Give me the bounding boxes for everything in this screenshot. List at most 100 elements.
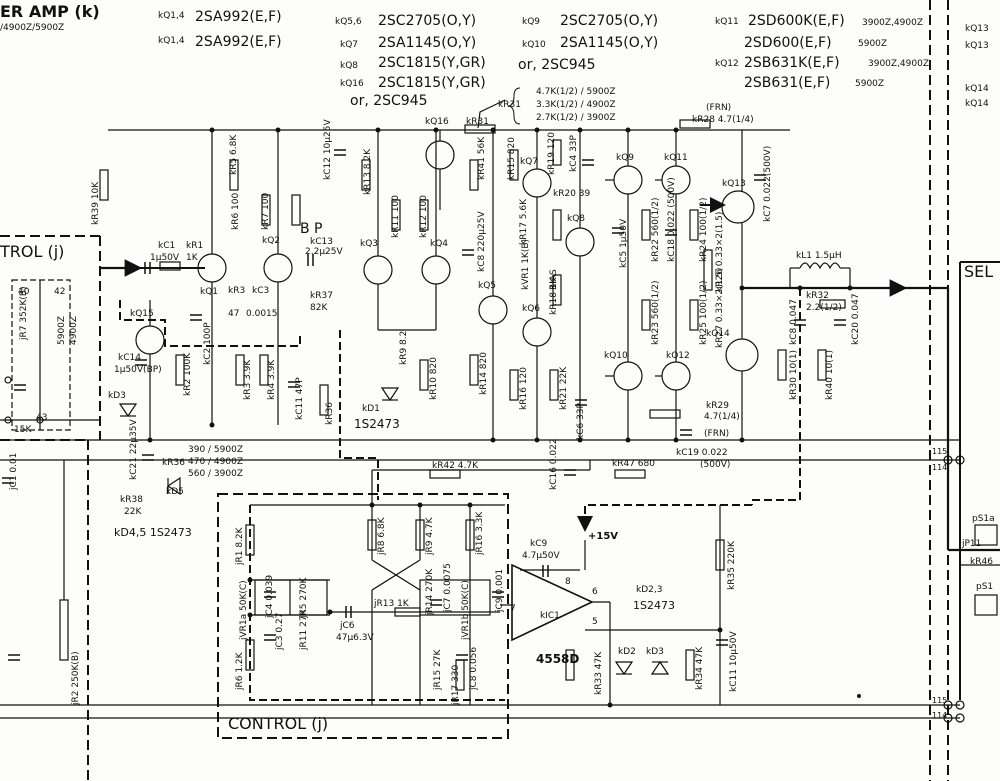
component-label: kQ5 <box>478 281 497 291</box>
kr31-option: 3.3K(1/2) / 4900Z <box>536 100 616 110</box>
kr31-option: 4.7K(1/2) / 5900Z <box>536 87 616 97</box>
component-label: kQ13 <box>965 41 989 51</box>
component-label: kR18 1K <box>549 277 559 315</box>
component-label: kQ7 <box>520 157 539 167</box>
parts-ref: kQ16 <box>340 79 364 89</box>
component-label: 43 <box>36 413 48 423</box>
kr31-ref: kR31 <box>498 100 521 110</box>
component-label: kQ12 <box>666 351 690 361</box>
component-label: kR46 <box>970 557 993 567</box>
component-label: 2.2(1/2) <box>806 303 842 313</box>
component-label: kR36 <box>162 458 185 468</box>
control-section-label: TROL (j) <box>0 242 65 261</box>
parts-value: 2SA992(E,F) <box>195 9 282 25</box>
parts-value: 2SD600K(E,F) <box>748 13 845 29</box>
component-label: kR47 680 <box>612 459 655 469</box>
terminal-label: 114 <box>932 711 948 720</box>
component-label: 390 / 5900Z <box>188 445 244 455</box>
component-label: jR13 1K <box>374 599 409 609</box>
component-label: 1μ50V <box>150 253 180 263</box>
component-label: 47μ6.3V <box>336 633 374 643</box>
selector-section-label: SEL <box>964 262 994 281</box>
component-label: kC20 0.047 <box>851 293 861 345</box>
component-label: kQ9 <box>616 153 635 163</box>
component-label: 560 / 3900Z <box>188 469 244 479</box>
component-label: kR6 100 <box>231 192 241 230</box>
parts-ref: kQ8 <box>340 61 359 71</box>
component-label: kR24 100(1/2) <box>699 197 709 262</box>
parts-value: 2SC1815(Y,GR) <box>378 75 486 91</box>
component-label: jC4 0.039 <box>265 574 275 618</box>
component-label: kQ3 <box>360 239 379 249</box>
component-label: jR6 1.2K <box>235 652 245 690</box>
component-label: kR30 10(1) <box>789 350 799 400</box>
component-label: kR16 120 <box>519 367 529 410</box>
component-label: kQ10 <box>604 351 628 361</box>
component-label: jR17 330 <box>451 664 461 705</box>
component-label: 22K <box>124 507 142 517</box>
component-label: kC5 1μ50V <box>619 218 629 268</box>
component-label: kQ4 <box>430 239 449 249</box>
component-label: (FRN) <box>706 103 732 113</box>
component-label: kL1 1.5μH <box>796 251 842 261</box>
component-label: 47 <box>228 309 240 319</box>
ic-pin: 7 <box>510 604 516 614</box>
component-label: jC1 0.01 <box>9 452 19 490</box>
component-label: kQ2 <box>262 236 281 246</box>
parts-note: 3900Z,4900Z <box>862 18 924 28</box>
terminal-label: 114 <box>932 463 948 472</box>
component-label: kR12 100 <box>419 195 429 238</box>
component-label: kR20 39 <box>553 189 591 199</box>
edge-ref: kQ14 <box>965 84 989 94</box>
component-label: jC9 0.001 <box>495 568 505 612</box>
component-label: 4.7μ50V <box>522 551 560 561</box>
component-label: kQ13 <box>722 179 746 189</box>
parts-value: or, 2SC945 <box>518 57 596 73</box>
component-label: kR34 47K <box>695 646 705 690</box>
component-label: kR31 <box>466 117 489 127</box>
component-label: kR37 <box>310 291 333 301</box>
parts-ref: kQ12 <box>715 59 739 69</box>
amp-section-models: /4900Z/5900Z <box>0 23 65 33</box>
component-label: kC13 <box>310 237 333 247</box>
parts-value: 2SD600(E,F) <box>744 35 832 51</box>
component-label: kQ11 <box>664 153 688 163</box>
component-label: kC1 <box>158 241 176 251</box>
component-label: jR14 270K <box>425 568 435 615</box>
parts-value: 2SB631(E,F) <box>744 75 831 91</box>
component-label: kR28 4.7(1/4) <box>692 115 754 125</box>
component-label: kR21 22K <box>559 366 569 410</box>
component-label: kC4 33P <box>569 135 579 172</box>
component-label: kC2 100P <box>203 322 213 365</box>
component-label: kR3 <box>228 286 246 296</box>
component-label: kR1 <box>186 241 204 251</box>
component-label: kR11 100 <box>391 195 401 238</box>
component-label: 0.0015 <box>246 309 278 319</box>
component-label: kR15 820 <box>507 137 517 180</box>
parts-ref: kQ9 <box>522 17 541 27</box>
component-label: 82K <box>310 303 328 313</box>
component-label: 42 <box>54 287 66 297</box>
component-label: 5900Z <box>57 315 67 345</box>
component-label: kR7 100 <box>261 192 271 230</box>
component-label: 1μ50V(BP) <box>114 365 162 375</box>
component-label: kR23 560(1/2) <box>651 280 661 345</box>
parts-ref: kQ11 <box>715 17 739 27</box>
component-label: kC8 0.047 <box>789 299 799 345</box>
terminal-label: 115 <box>932 696 948 705</box>
switch-label: pS1a <box>972 514 995 524</box>
parts-note: 5900Z <box>855 79 885 89</box>
component-label: kR39 10K <box>91 181 101 225</box>
component-label: kC21 22μ35V <box>129 419 139 480</box>
component-label: kC6 33P <box>576 403 586 440</box>
component-label: kR22 560(1/2) <box>651 197 661 262</box>
component-label: kC19 0.022 <box>676 448 728 458</box>
component-label: kR32 <box>806 291 829 301</box>
component-label: kQ14 <box>706 329 730 339</box>
parts-note: 3900Z,4900Z <box>868 59 930 69</box>
parts-value: 2SA992(E,F) <box>195 34 282 50</box>
component-label: jC8 0.056 <box>469 646 479 690</box>
component-label: kR14 820 <box>479 352 489 395</box>
component-label: 40 <box>18 287 30 297</box>
component-label: jVR1a 50K(C) <box>239 580 249 640</box>
